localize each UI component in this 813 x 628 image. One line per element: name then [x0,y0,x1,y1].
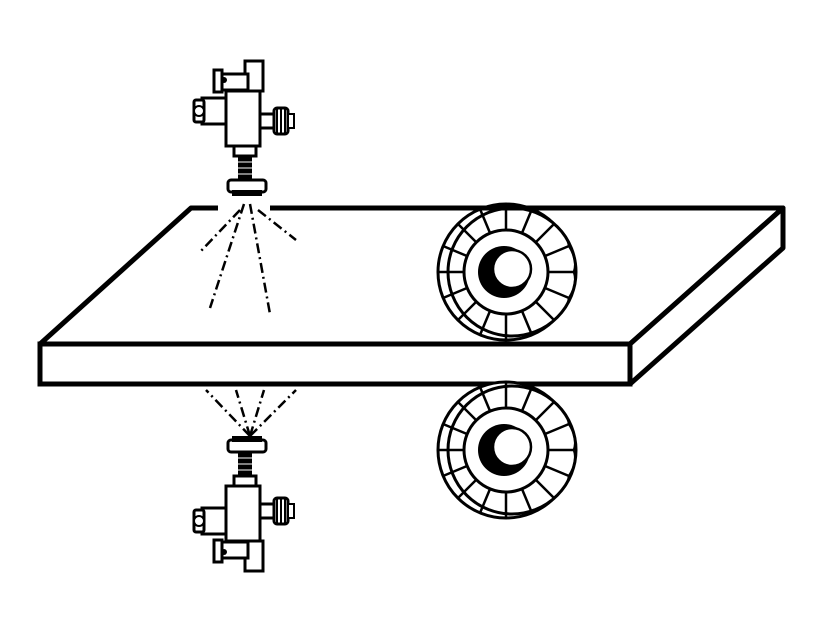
brush-roller-bottom [436,380,578,520]
spray-pattern-bottom [205,389,297,437]
spray-nozzle-bottom [192,434,296,573]
plate-side-face [627,205,786,387]
brush-roller-top [436,202,578,342]
spray-nozzle-top [192,59,296,198]
plate-front-face [37,341,633,387]
spray-pattern-top [199,203,297,315]
